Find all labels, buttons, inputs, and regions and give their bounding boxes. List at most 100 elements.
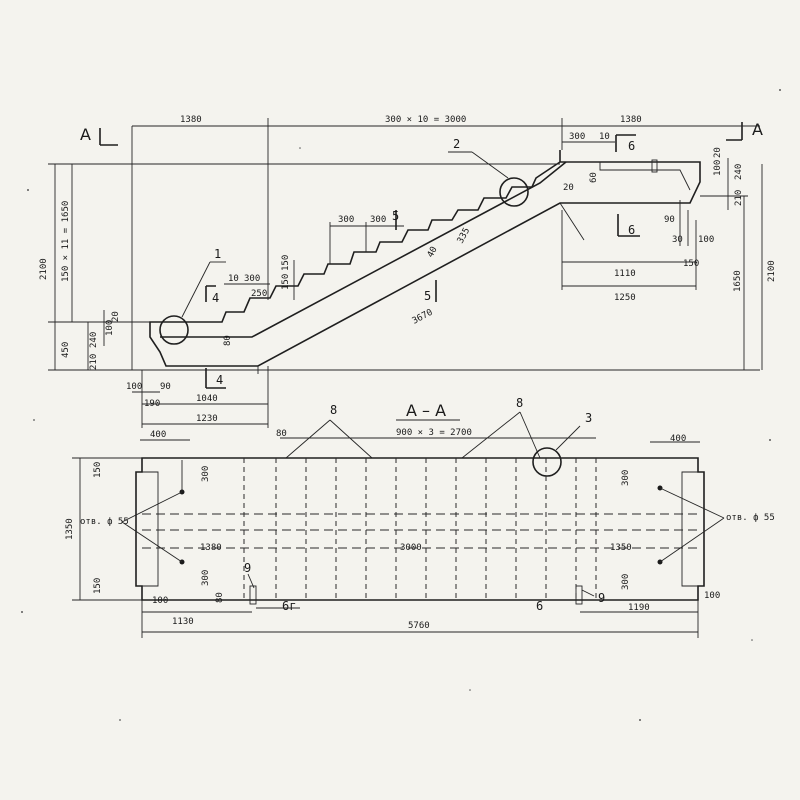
plan-left-end-recess — [142, 471, 159, 587]
elevation-view: А А 1380 300 × 10 = 3000 1380 300 10 6 1 — [39, 115, 777, 428]
leader-8a-2 — [329, 419, 373, 459]
leader-1 — [181, 261, 211, 318]
callout-6b: 6 — [536, 599, 543, 613]
plan-dim-400-left: 400 — [150, 430, 166, 440]
callout-circle-2 — [499, 177, 529, 207]
dim-190-bot: 190 — [144, 399, 160, 409]
dim-90: 90 — [664, 215, 675, 225]
plan-outline — [135, 457, 705, 601]
callout-5-lower: 5 — [424, 289, 431, 303]
dim-1040: 1040 — [196, 394, 218, 404]
dim-100-left: 100 — [105, 320, 115, 336]
hole-leader-left-1 — [121, 491, 183, 523]
section-6-mark-top — [615, 134, 636, 152]
callout-1: 1 — [214, 247, 221, 261]
top-landing-inner — [566, 161, 691, 191]
section-mark-right: А — [752, 120, 763, 139]
dim-step-300b: 300 — [370, 215, 386, 225]
dim-top-middle: 300 × 10 = 3000 — [385, 115, 466, 125]
plan-dim-150b: 150 — [93, 578, 103, 594]
section-arrow-left — [99, 128, 118, 146]
dim-20-slab: 20 — [563, 183, 574, 193]
section-6-mark-lower — [617, 214, 640, 237]
callout-4-upper: 4 — [212, 291, 219, 305]
dim-left-300: 300 — [244, 274, 260, 284]
top-landing-notch — [651, 159, 658, 173]
dim-80: 80 — [223, 335, 233, 346]
lifting-loop-right — [575, 585, 583, 605]
callout-3: 3 — [585, 411, 592, 425]
stair-flight-outline — [149, 150, 701, 367]
dim-240-right: 240 — [734, 164, 744, 180]
dim-30: 30 — [672, 235, 683, 245]
dim-1110: 1110 — [614, 269, 636, 279]
dim-100-bot: 100 — [126, 382, 142, 392]
plan-dim-1350-left: 1350 — [65, 518, 75, 540]
dim-20-right-v: 20 — [713, 147, 723, 158]
dim-right-10: 10 — [599, 132, 610, 142]
callout-5-upper: 5 — [392, 209, 399, 223]
leader-9a — [247, 573, 255, 589]
plan-dim-80: 80 — [276, 429, 287, 439]
hole-leader-left-2 — [121, 521, 183, 563]
plan-dim-300a: 300 — [201, 466, 211, 482]
hole-leader-right-2 — [659, 517, 725, 563]
section-mark-left: А — [80, 125, 91, 144]
dim-1650-left: 150 × 11 = 1650 — [61, 201, 71, 282]
leader-8a-1 — [285, 419, 331, 459]
plan-view: А – А 400 80 900 × 3 = 2700 400 8 8 3 — [65, 396, 775, 638]
callout-4-lower: 4 — [216, 373, 223, 387]
plan-dim-80-bot: 80 — [215, 592, 225, 603]
dim-2100-right: 2100 — [767, 260, 777, 282]
plan-dim-150a: 150 — [93, 462, 103, 478]
scan-noise — [21, 89, 781, 721]
dim-right-300: 300 — [569, 132, 585, 142]
dim-step-150b: 150 — [281, 274, 291, 290]
hole-label-left: отв. ф 55 — [80, 517, 129, 527]
callout-8a: 8 — [330, 403, 337, 417]
callout-2: 2 — [453, 137, 460, 151]
callout-circle-3 — [532, 447, 562, 477]
dim-100-right: 100 — [698, 235, 714, 245]
plan-dim-1190: 1190 — [628, 603, 650, 613]
dim-step-150a: 150 — [281, 255, 291, 271]
dim-100-right-v: 100 — [713, 160, 723, 176]
dim-3670: 3670 — [411, 308, 435, 327]
section-4-mark-lower — [205, 368, 226, 389]
dim-450-left: 450 — [61, 342, 71, 358]
callout-circle-1 — [159, 315, 189, 345]
dim-1230: 1230 — [196, 414, 218, 424]
dim-top-right: 1380 — [620, 115, 642, 125]
plan-dim-1130: 1130 — [172, 617, 194, 627]
callout-8b: 8 — [516, 396, 523, 410]
callout-6-lower: 6 — [628, 223, 635, 237]
plan-dim-300d: 300 — [621, 574, 631, 590]
leader-3 — [555, 425, 581, 451]
dim-left-10: 10 — [228, 274, 239, 284]
hole-leader-right-1 — [659, 487, 725, 519]
dim-210-right: 210 — [734, 190, 744, 206]
plan-dim-300c: 300 — [621, 470, 631, 486]
plan-right-end-recess — [681, 471, 698, 587]
leader-9b — [581, 589, 595, 597]
dim-1650-right: 1650 — [733, 270, 743, 292]
lifting-loop-left — [249, 585, 257, 605]
plan-dim-400-right: 400 — [670, 434, 686, 444]
hole-label-right: отв. ф 55 — [726, 513, 775, 523]
plan-dim-1380: 1380 — [200, 543, 222, 553]
callout-6a: 6г — [282, 599, 296, 613]
slab-end-lines — [257, 202, 585, 374]
section-4-mark-upper — [205, 285, 216, 302]
callout-6-top: 6 — [628, 139, 635, 153]
leader-8b-1 — [461, 411, 521, 459]
section-a-a-title: А – А — [406, 401, 446, 420]
leader-2 — [471, 151, 509, 179]
dim-40: 40 — [426, 245, 440, 259]
plan-dim-3000: 3000 — [400, 543, 422, 553]
slab-inner-line — [160, 161, 567, 338]
plan-dim-1350: 1350 — [610, 543, 632, 553]
plan-dim-300b: 300 — [201, 570, 211, 586]
plan-dim-100-left: 100 — [152, 596, 168, 606]
